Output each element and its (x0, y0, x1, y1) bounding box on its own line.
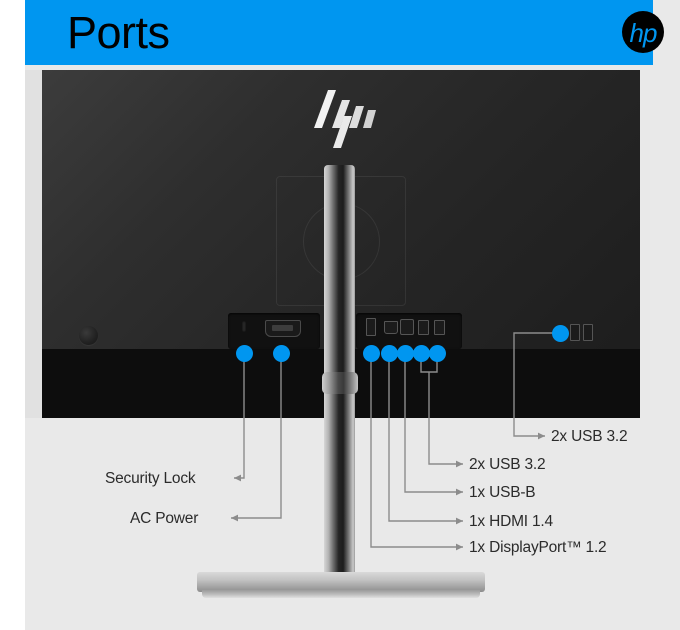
header-bar: Ports hp (25, 0, 664, 65)
usb-a-icon (583, 324, 593, 341)
callout-dot-hdmi[interactable] (381, 345, 398, 362)
displayport-icon (366, 318, 376, 336)
callout-dot-usb32-rear-2[interactable] (429, 345, 446, 362)
callout-label-usb32-rear: 2x USB 3.2 (469, 456, 546, 473)
callout-dot-usb32-rear-1[interactable] (413, 345, 430, 362)
callout-dot-security-lock[interactable] (236, 345, 253, 362)
callout-dot-usb-b[interactable] (397, 345, 414, 362)
lock-slot-icon (242, 321, 246, 332)
callout-label-security-lock: Security Lock (105, 470, 196, 487)
power-socket-icon (265, 320, 301, 337)
power-button[interactable] (79, 326, 98, 345)
callout-label-usb32-side: 2x USB 3.2 (551, 428, 628, 445)
callout-label-displayport: 1x DisplayPort™ 1.2 (469, 539, 607, 556)
callout-dot-displayport[interactable] (363, 345, 380, 362)
usb-a-icon (418, 320, 429, 335)
hp-slashes-logo-icon (314, 90, 376, 148)
hp-logo-icon: hp (622, 11, 664, 53)
hdmi-icon (384, 321, 398, 334)
callout-label-hdmi: 1x HDMI 1.4 (469, 513, 553, 530)
callout-label-ac-power: AC Power (130, 510, 199, 527)
callout-label-usb-b: 1x USB-B (469, 484, 536, 501)
monitor-left-shadow (25, 70, 42, 418)
stand-cable-clip (322, 372, 358, 394)
usb-b-icon (400, 319, 414, 335)
callout-dot-usb32-side[interactable] (552, 325, 569, 342)
monitor-stand-base (197, 572, 485, 592)
hp-logo-letters: hp (629, 18, 658, 48)
callout-dot-ac-power[interactable] (273, 345, 290, 362)
usb-a-icon (434, 320, 445, 335)
usb-a-icon (570, 324, 580, 341)
page-title: Ports (67, 7, 170, 58)
monitor-stand-base-edge (202, 590, 480, 598)
